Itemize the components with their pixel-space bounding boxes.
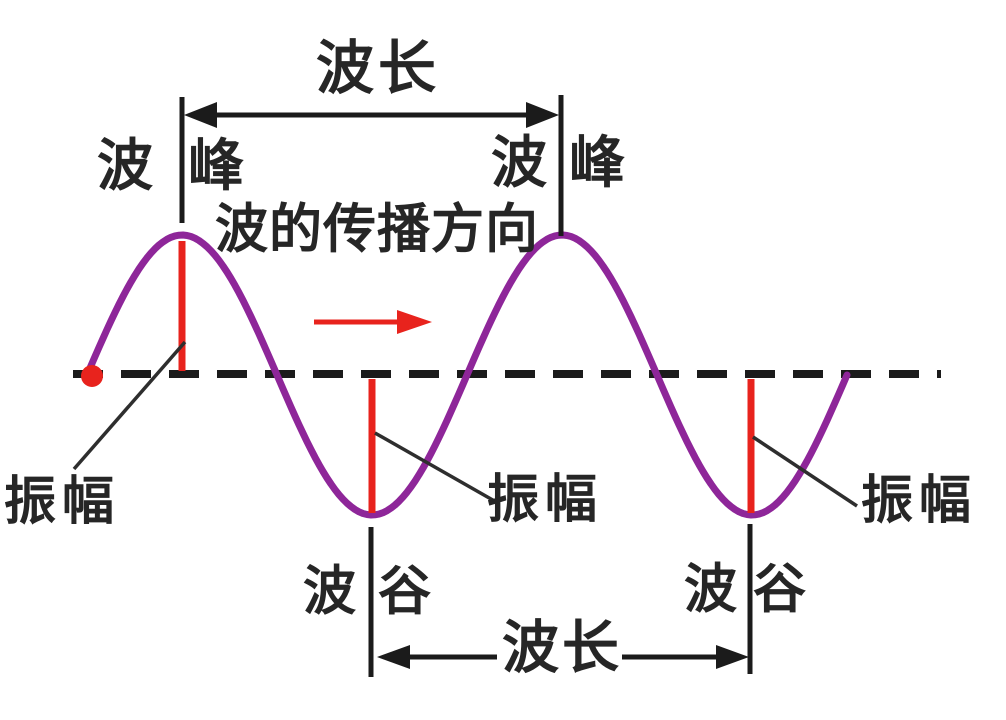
trough2-label-left-char: 波 [684, 561, 737, 619]
amplitude1-leader-line [72, 340, 187, 471]
propagation-arrow [314, 310, 432, 334]
amplitude3-leader-line [752, 435, 858, 508]
wave-curve [83, 231, 851, 519]
trough1-label-right-char: 谷 [378, 563, 431, 621]
propagation-direction-label: 波的传播方向 [215, 201, 539, 259]
trough1-label-left-char: 波 [303, 563, 356, 621]
amplitude-label-3: 振幅 [861, 473, 978, 530]
wavelength-arrow-bottom-right [622, 645, 749, 669]
crest1-label-right-char: 峰 [188, 136, 244, 198]
arrowhead-right-icon [526, 102, 559, 128]
wavelength-arrow-top [184, 102, 559, 128]
wavelength-label-bottom: 波长 [502, 617, 622, 680]
arrowhead-right-icon [716, 645, 749, 669]
arrowhead-right-red-icon [397, 310, 432, 334]
amplitude2-leader-line [374, 431, 499, 505]
wavelength-label-top: 波长 [316, 36, 441, 101]
crest2-label-right-char: 峰 [569, 133, 625, 195]
crest2-label-left-char: 波 [491, 133, 547, 195]
crest1-label-left-char: 波 [97, 136, 153, 198]
arrowhead-left-icon [377, 645, 410, 669]
wave-start-dot [81, 365, 103, 387]
amplitude-label-1: 振幅 [4, 474, 121, 531]
amplitude-label-2: 振幅 [487, 472, 604, 529]
trough2-label-right-char: 谷 [753, 561, 806, 619]
wavelength-arrow-bottom-left [377, 645, 497, 669]
arrowhead-left-icon [184, 102, 217, 128]
